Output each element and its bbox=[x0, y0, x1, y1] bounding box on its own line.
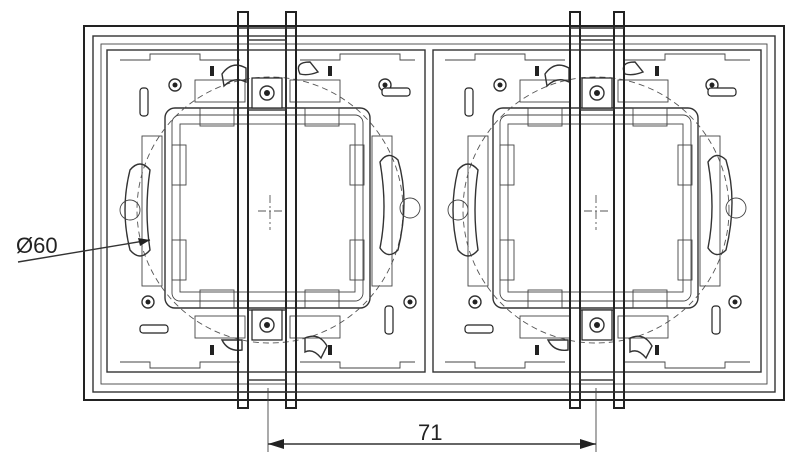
right-mounting-module bbox=[432, 49, 762, 373]
left-clamp-bracket bbox=[237, 11, 297, 409]
diameter-dimension: Ø60 bbox=[16, 233, 151, 263]
left-mounting-module bbox=[106, 49, 426, 373]
diameter-label: Ø60 bbox=[16, 233, 58, 258]
outer-frame bbox=[83, 25, 785, 401]
spacing-label: 71 bbox=[418, 420, 442, 445]
spacing-dimension: 71 bbox=[267, 388, 597, 452]
right-clamp-bracket bbox=[569, 11, 625, 409]
